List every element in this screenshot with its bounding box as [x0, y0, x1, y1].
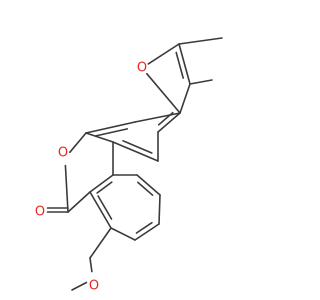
bond-methyl-2	[189, 79, 213, 85]
bond-ring-b-5-1-inner	[96, 181, 113, 194]
structure-canvas: O O O O	[34, 37, 223, 294]
atom-label-layer: O O O O	[35, 61, 147, 294]
bond-furan-o-c2	[147, 43, 180, 65]
atom-label-carbonyl-oxygen: O	[35, 205, 45, 220]
molecule-structure: O O O O	[35, 37, 223, 294]
bond-ring-a-b2-5	[85, 121, 136, 134]
bond-ring-b-5-1	[89, 174, 114, 193]
bond-ring-c-1-2	[136, 174, 161, 196]
bond-ring-a-5-3	[134, 112, 181, 123]
bond-lactone-o-c	[64, 164, 69, 213]
bond-methoxy-o-ch3	[71, 281, 88, 291]
bond-ring-c-5-b5-inner	[97, 195, 113, 220]
bond-ring-c-3-4-inner	[135, 221, 153, 234]
bond-ring-a-1-b2	[85, 132, 114, 143]
bond-methyl-1	[178, 37, 223, 45]
bond-furan-c2-c3-inner	[175, 51, 184, 79]
bond-ring-c-2-3	[158, 194, 161, 225]
bond-ring-c-5-b3	[89, 227, 112, 259]
bond-ring-a-3-4	[157, 112, 181, 133]
bond-furan-a3-o	[146, 72, 181, 114]
bond-furan-c2-c3	[178, 43, 191, 85]
bond-ring-a-b2-5-inner	[95, 128, 129, 137]
bond-methoxy-c-o	[89, 257, 93, 273]
bond-ring-c-1-2-inner	[137, 181, 154, 196]
atom-label-methoxy-oxygen: O	[89, 279, 99, 294]
bond-lactone-c-o	[69, 132, 87, 154]
bond-ring-a-2-1	[112, 141, 159, 162]
bond-ring-a-2-1-inner	[122, 140, 153, 154]
bond-ring-c-4-5	[110, 227, 136, 241]
atom-label-furan-oxygen: O	[137, 61, 147, 76]
bond-ring-c-3-4	[134, 223, 160, 241]
bond-ring-c-5-b5	[89, 191, 112, 229]
bond-lactone-c-c	[67, 191, 91, 213]
bond-layer	[46, 37, 223, 291]
bond-furan-c3-a3	[179, 83, 191, 114]
atom-label-ring-oxygen: O	[58, 146, 68, 161]
